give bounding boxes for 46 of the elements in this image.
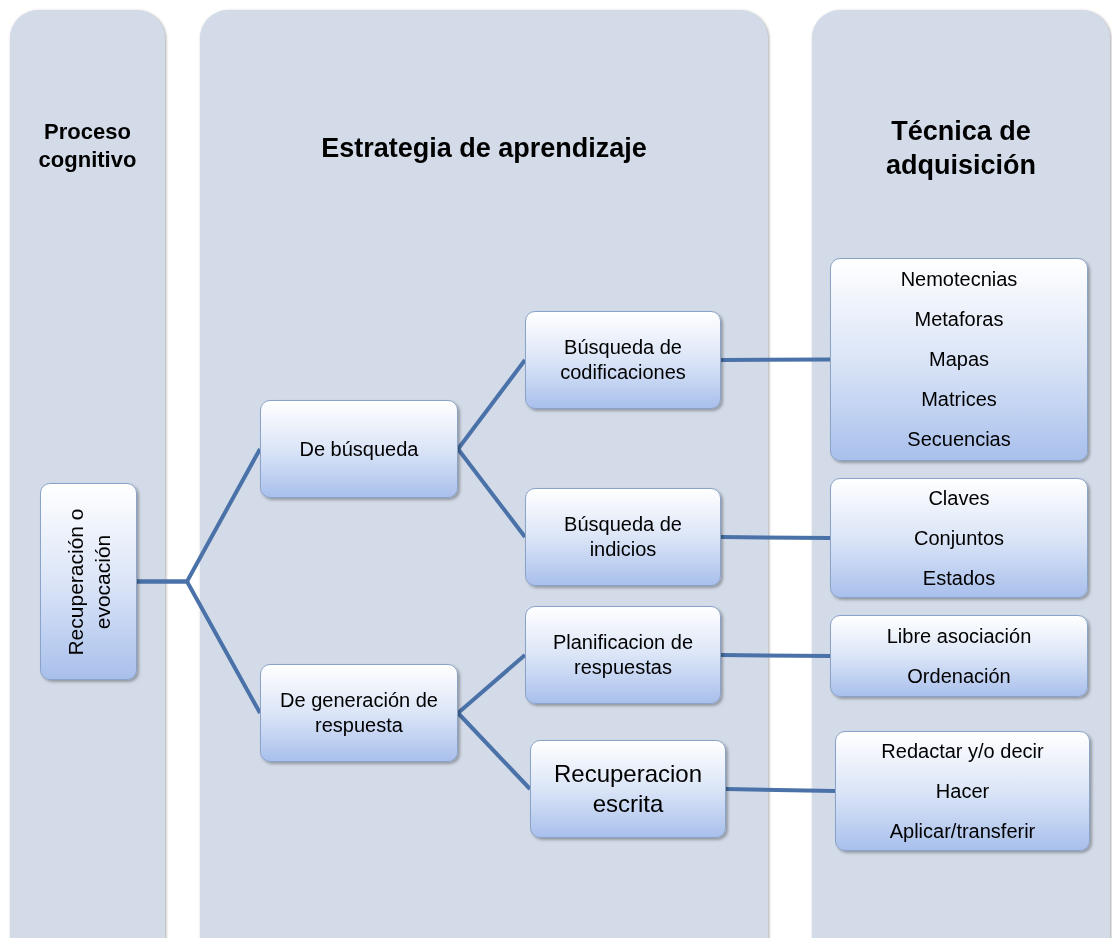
technique-box: [830, 478, 1088, 598]
connector-line: [721, 357, 830, 362]
connector-line: [456, 447, 527, 539]
strategy-box: [260, 400, 458, 498]
strategy-box: [525, 606, 721, 704]
technique-text: Claves: [928, 485, 990, 511]
technique-box: [830, 615, 1088, 697]
box-text: Recuperacion escrita: [552, 759, 704, 819]
strategy-box: [525, 488, 721, 586]
technique-text: Metaforas: [914, 307, 1004, 332]
column-band: [812, 10, 1110, 938]
column-heading: Técnica de adquisición: [885, 115, 1037, 182]
column-band: [200, 10, 768, 938]
strategy-box: [260, 664, 458, 762]
technique-text: Aplicar/transferir: [889, 818, 1036, 844]
technique-text: Redactar y/o decir: [881, 738, 1044, 764]
technique-text: Libre asociación: [886, 623, 1032, 649]
technique-text: Mapas: [929, 347, 989, 372]
technique-text: Hacer: [935, 778, 990, 804]
box-text: De búsqueda: [299, 436, 419, 462]
connector-line: [456, 358, 527, 451]
connector-line: [456, 711, 532, 791]
technique-text: Estados: [922, 565, 996, 591]
strategy-box: [525, 311, 721, 409]
technique-box: [835, 731, 1090, 851]
column-heading: Proceso cognitivo: [37, 118, 138, 173]
connector-line: [720, 653, 831, 658]
box-text: Recuperación o evocación: [62, 506, 114, 658]
technique-text: Conjuntos: [913, 525, 1005, 551]
strategy-box: [530, 740, 726, 838]
technique-text: Matrices: [921, 387, 997, 412]
connector-line: [720, 535, 831, 540]
box-text: Planificacion de respuestas: [551, 630, 695, 680]
connector-line: [725, 787, 836, 793]
box-text: Búsqueda de indicios: [563, 512, 683, 562]
box-text: De generación de respuesta: [279, 688, 439, 738]
technique-text: Nemotecnias: [900, 267, 1018, 292]
column-band: [10, 10, 165, 938]
technique-text: Secuencias: [907, 427, 1011, 452]
technique-box: [830, 258, 1088, 461]
connector-line: [456, 653, 527, 715]
technique-text: Ordenación: [907, 663, 1011, 689]
box-text: Búsqueda de codificaciones: [559, 335, 687, 385]
connector-line: [137, 579, 262, 714]
column-heading: Estrategia de aprendizaje: [320, 132, 648, 165]
process-box: [40, 483, 137, 680]
